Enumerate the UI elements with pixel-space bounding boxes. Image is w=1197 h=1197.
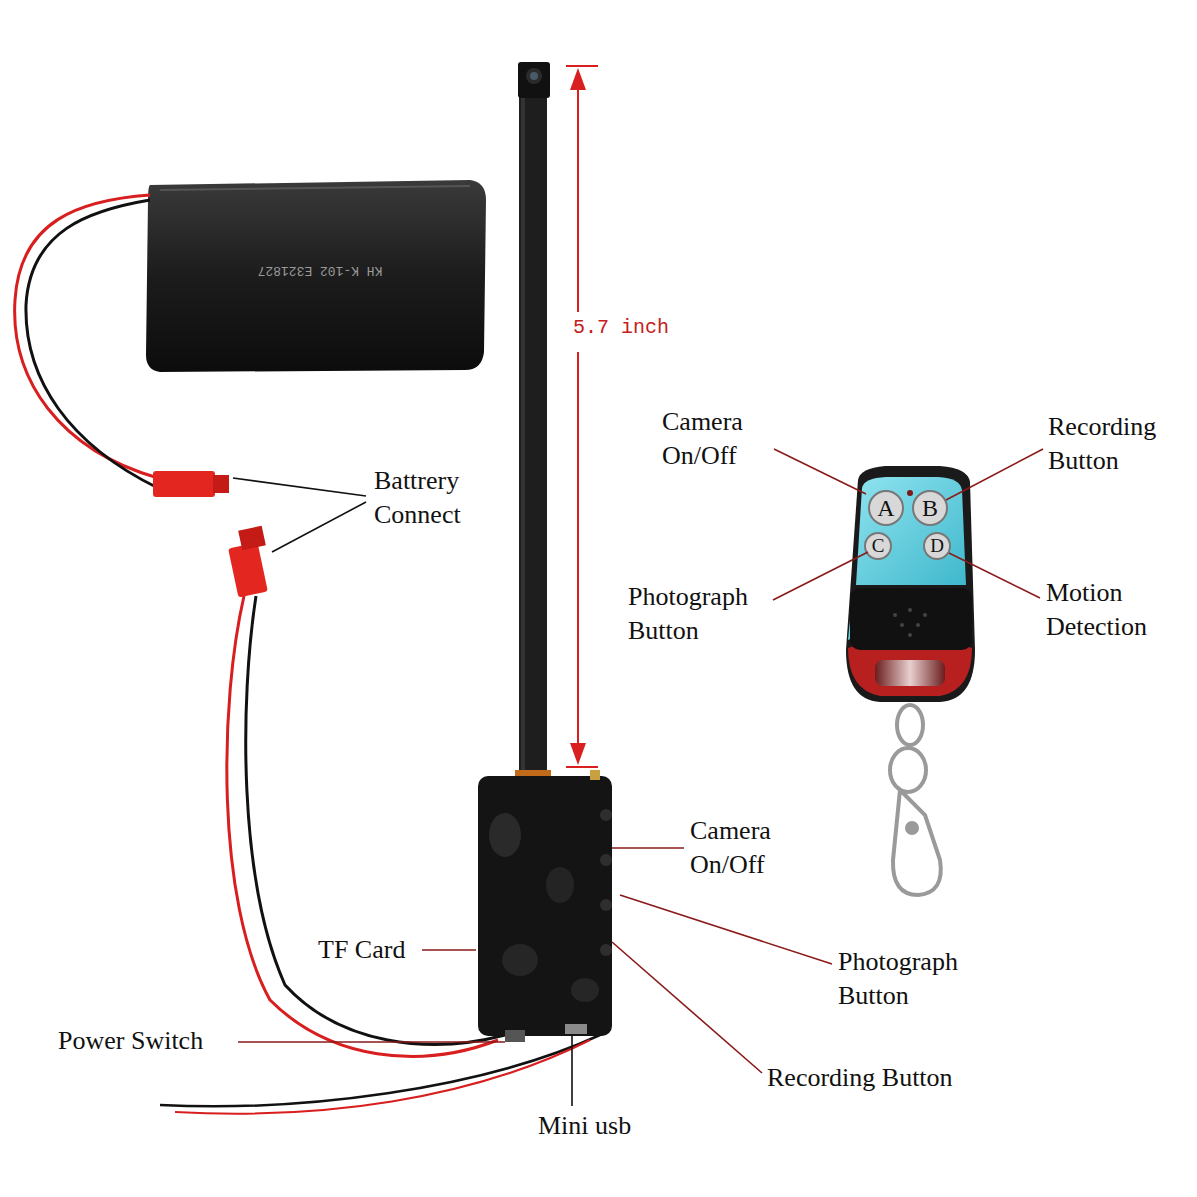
remote-control (846, 466, 975, 702)
button-letter: B (913, 491, 947, 525)
battery-print: KH K-102 E321827 (170, 262, 470, 279)
battery (146, 180, 486, 372)
red-wire (227, 596, 498, 1056)
callout-label: Battrery Connect (374, 464, 494, 532)
callout-label: Photograph Button (628, 580, 773, 648)
callout-label: Power Switch (58, 1024, 203, 1058)
callout-label: TF Card (318, 933, 405, 967)
button-letter: A (869, 491, 903, 525)
callout-label: Recording Button (1048, 410, 1183, 478)
callout-label: Mini usb (538, 1109, 631, 1143)
callout-label: Recording Button (767, 1061, 953, 1095)
module-connector (228, 526, 268, 598)
button-letter: C (865, 533, 891, 559)
red-wire (175, 1040, 590, 1114)
callout-label: Camera On/Off (662, 405, 772, 473)
camera-head (518, 62, 550, 98)
black-wire (26, 200, 158, 488)
button-letter: D (924, 533, 950, 559)
dimension-label: 5.7 inch (571, 315, 671, 341)
dimension-arrow (566, 66, 598, 767)
callout-label: Photograph Button (838, 945, 983, 1013)
battery-connector (153, 471, 229, 497)
callout-label: Motion Detection (1046, 576, 1176, 644)
red-wire (15, 195, 158, 478)
black-wire (160, 1035, 600, 1106)
flex-cable (515, 92, 551, 782)
black-wire (246, 596, 505, 1044)
leader-lines (233, 449, 1043, 1106)
callout-label: Camera On/Off (690, 814, 800, 882)
camera-module (478, 770, 612, 1042)
keyring (890, 705, 941, 895)
